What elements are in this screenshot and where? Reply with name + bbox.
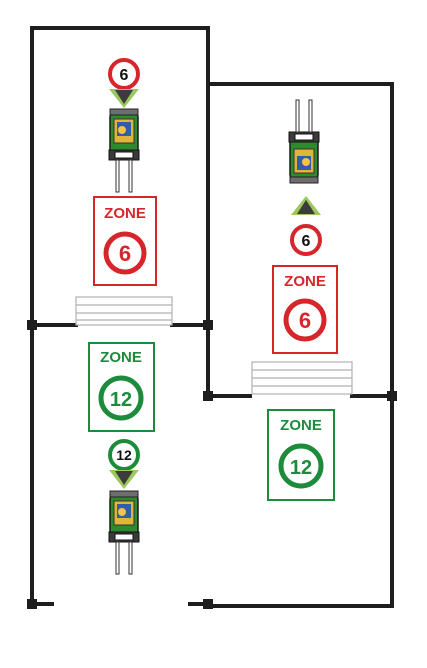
outer-wall-left	[30, 26, 54, 606]
zone-sign-label: ZONE	[100, 349, 142, 366]
sensor-arrow-icon	[109, 89, 139, 108]
zone-sign-label: ZONE	[280, 417, 322, 434]
speed-limit-icon: 6	[108, 58, 140, 90]
speed-limit-icon: 12	[108, 439, 140, 471]
wall-posts	[27, 320, 397, 609]
center-divider-wall	[206, 82, 252, 398]
rack-barrier-icon	[75, 296, 173, 326]
forklift-icon	[288, 99, 320, 184]
zone-sign-label: ZONE	[104, 205, 146, 222]
zone-sign-icon: ZONE 12	[88, 342, 155, 432]
zone-sign-value: 12	[110, 389, 132, 411]
sensor-arrow-icon	[109, 470, 139, 489]
sensor-arrow-icon	[291, 196, 321, 215]
zone-sign-label: ZONE	[284, 273, 326, 290]
speed-limit-value: 6	[120, 67, 129, 84]
zone-sign-value: 12	[290, 457, 312, 479]
zone-sign-icon: ZONE 12	[267, 409, 335, 501]
walls	[30, 26, 394, 608]
speed-limit-value: 6	[302, 233, 311, 250]
forklift-icon	[108, 108, 140, 193]
forklift-icon	[108, 490, 140, 575]
zone-sign-value: 6	[299, 308, 311, 333]
outer-wall-right	[30, 26, 394, 608]
zone-sign-value: 6	[119, 241, 131, 266]
zone-sign-icon: ZONE 6	[93, 196, 157, 286]
speed-limit-icon: 6	[290, 224, 322, 256]
rack-barrier-icon	[251, 361, 353, 395]
speed-limit-value: 12	[116, 447, 132, 463]
zone-sign-icon: ZONE 6	[272, 265, 338, 354]
